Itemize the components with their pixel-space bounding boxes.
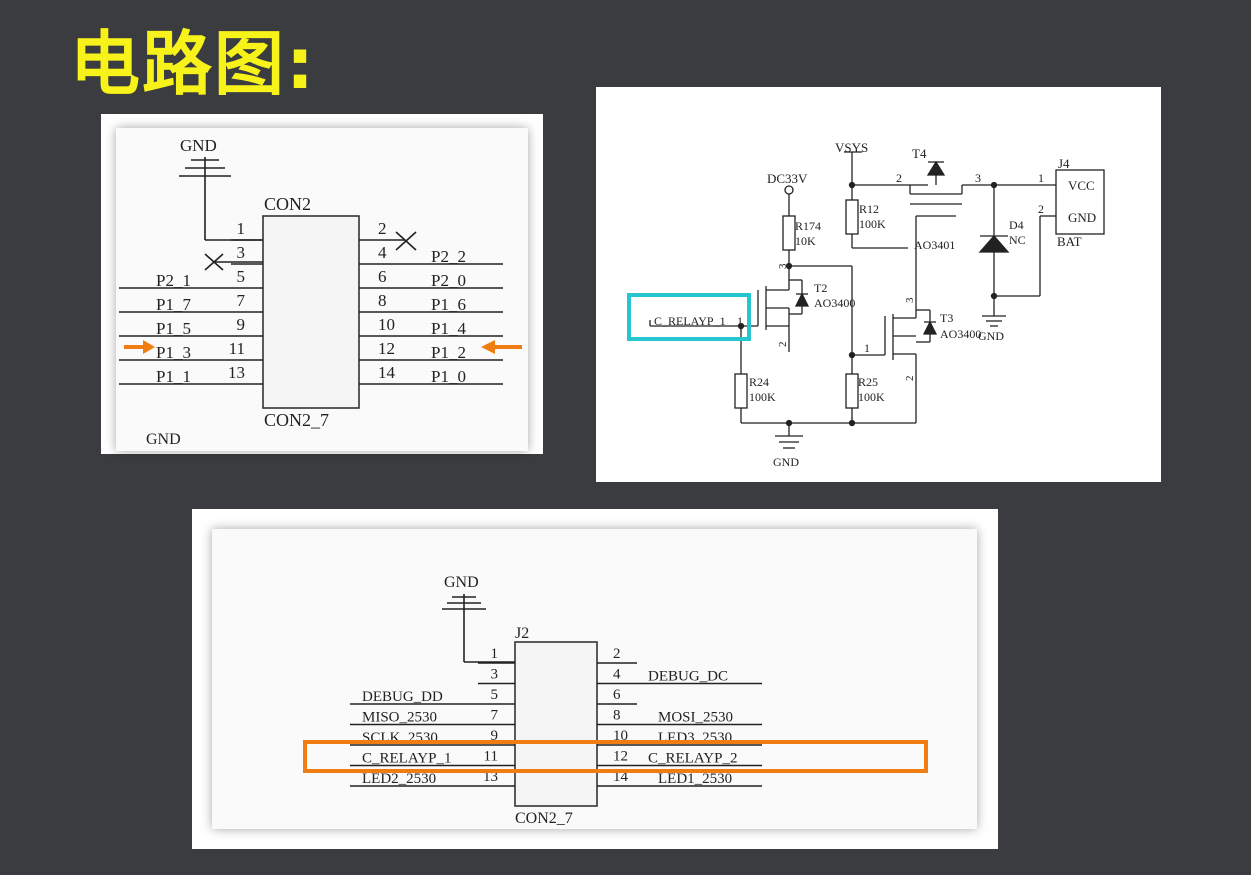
j2-ref-label: J2 [515, 625, 529, 642]
r25-value: 100K [858, 390, 885, 404]
con2-bottom-label: CON2_7 [264, 410, 329, 430]
vsys-label: VSYS [835, 140, 868, 155]
arrow-right-icon [124, 340, 155, 354]
j4-label: J4 [1058, 156, 1070, 171]
r174-value: 10K [795, 234, 816, 248]
input-highlight-box [627, 293, 751, 341]
t3-pin1-label: 1 [864, 341, 870, 355]
con2-left-net-label: P1_5 [156, 319, 191, 338]
j2-left-pin-7: 7 [491, 708, 499, 724]
t4-pin3-label: 3 [975, 171, 981, 185]
con2-right-net-label: P1_0 [431, 367, 466, 386]
bat-label: BAT [1057, 234, 1082, 249]
d4-nc-label: NC [1009, 233, 1026, 247]
con2-right-pin-4: 4 [378, 243, 387, 262]
slide-title: 电路图: [70, 23, 316, 105]
j4-gnd-label: GND [1068, 210, 1096, 225]
j2-right-pin-4: 4 [613, 667, 621, 683]
t3-pin2-label: 2 [904, 376, 916, 382]
con2-right-pin-14: 14 [378, 363, 396, 382]
t3-gnd-label: GND [978, 329, 1004, 343]
con2-right-pin-12: 12 [378, 339, 395, 358]
r25-label: R25 [858, 375, 878, 389]
relay-row-highlight-box [303, 740, 928, 773]
con2-left-pin-11: 11 [229, 339, 245, 358]
t4-label: T4 [912, 146, 927, 161]
r12-label: R12 [859, 202, 879, 216]
con2-gnd-label: GND [180, 136, 217, 155]
t4-pin2-label: 2 [896, 171, 902, 185]
con2-right-pin-10: 10 [378, 315, 395, 334]
j2-right-pin-2: 2 [613, 646, 621, 662]
ao3401-label: AO3401 [914, 238, 955, 252]
relay-circuit-panel: VSYS DC33V T4 J4 VCC GND BAT 1 2 2 3 R17… [596, 87, 1161, 482]
con2-left-net-label: P1_3 [156, 343, 191, 362]
t2-part-label: AO3400 [814, 296, 855, 310]
con2-ref-label: CON2 [264, 194, 311, 214]
j2-right-pin-12: 12 [613, 749, 628, 765]
j2-right-pin-6: 6 [613, 687, 621, 703]
arrow-left-icon [481, 340, 522, 354]
r24-value: 100K [749, 390, 776, 404]
con2-left-pin-13: 13 [228, 363, 245, 382]
relay-input-label: C_RELAYP_1 [654, 314, 726, 328]
j2-left-pin-3: 3 [491, 667, 499, 683]
con2-right-pin-8: 8 [378, 291, 387, 310]
j2-bottom-label: CON2_7 [515, 810, 573, 827]
j4-pin2-label: 2 [1038, 202, 1044, 216]
j2-left-pin-9: 9 [491, 728, 499, 744]
j2-right-net-label: MOSI_2530 [658, 710, 733, 726]
con2-left-net-label: P1_7 [156, 295, 191, 314]
t2-label: T2 [814, 281, 827, 295]
j2-left-pin-1: 1 [491, 646, 499, 662]
j2-left-net-label: C_RELAYP_1 [362, 751, 451, 767]
con2-right-net-label: P2_2 [431, 247, 466, 266]
r174-label: R174 [795, 219, 821, 233]
vcc-label: VCC [1068, 178, 1095, 193]
j2-left-net-label: MISO_2530 [362, 710, 437, 726]
j2-left-pin-11: 11 [484, 749, 498, 765]
con2-right-net-label: P1_2 [431, 343, 466, 362]
con2-left-net-label: P1_1 [156, 367, 191, 386]
dc33v-label: DC33V [767, 171, 808, 186]
t2-pin2-label: 2 [777, 342, 789, 348]
con2-cut-gnd-label: GND [146, 431, 181, 448]
t3-label: T3 [940, 311, 953, 325]
r24-label: R24 [749, 375, 769, 389]
con2-left-pin-9: 9 [237, 315, 246, 334]
j2-left-net-label: LED2_2530 [362, 771, 436, 787]
j2-left-pin-5: 5 [491, 687, 499, 703]
j4-pin1-label: 1 [1038, 171, 1044, 185]
bottom-gnd-label: GND [773, 455, 799, 469]
con2-left-pin-5: 5 [237, 267, 246, 286]
j2-gnd-label: GND [444, 574, 479, 591]
r12-value: 100K [859, 217, 886, 231]
relay-input-pin-label: 1 [737, 314, 743, 328]
connector-j2-schematic: 135DEBUG_DD7MISO_25309SCLK_253011C_RELAY… [303, 574, 928, 827]
d4-label: D4 [1009, 218, 1024, 232]
con2-right-net-label: P2_0 [431, 271, 466, 290]
t3-part-label: AO3400 [940, 327, 981, 341]
j2-right-net-label: LED1_2530 [658, 771, 732, 787]
j2-right-net-label: C_RELAYP_2 [648, 751, 737, 767]
t2-pin3-label: 3 [777, 263, 789, 269]
relay-circuit-schematic: VSYS DC33V T4 J4 VCC GND BAT 1 2 2 3 R17… [627, 140, 1105, 469]
con2-right-pin-6: 6 [378, 267, 387, 286]
j2-right-net-label: DEBUG_DC [648, 669, 728, 685]
con2-right-pin-2: 2 [378, 219, 387, 238]
j2-right-pin-8: 8 [613, 708, 621, 724]
t3-pin3-label: 3 [904, 297, 916, 303]
con2-left-pin-7: 7 [237, 291, 246, 310]
con2-left-pin-1: 1 [237, 219, 246, 238]
j2-left-net-label: DEBUG_DD [362, 689, 443, 705]
con2-left-net-label: P2_1 [156, 271, 191, 290]
con2-left-pin-3: 3 [237, 243, 246, 262]
con2-right-net-label: P1_4 [431, 319, 466, 338]
con2-right-net-label: P1_6 [431, 295, 466, 314]
